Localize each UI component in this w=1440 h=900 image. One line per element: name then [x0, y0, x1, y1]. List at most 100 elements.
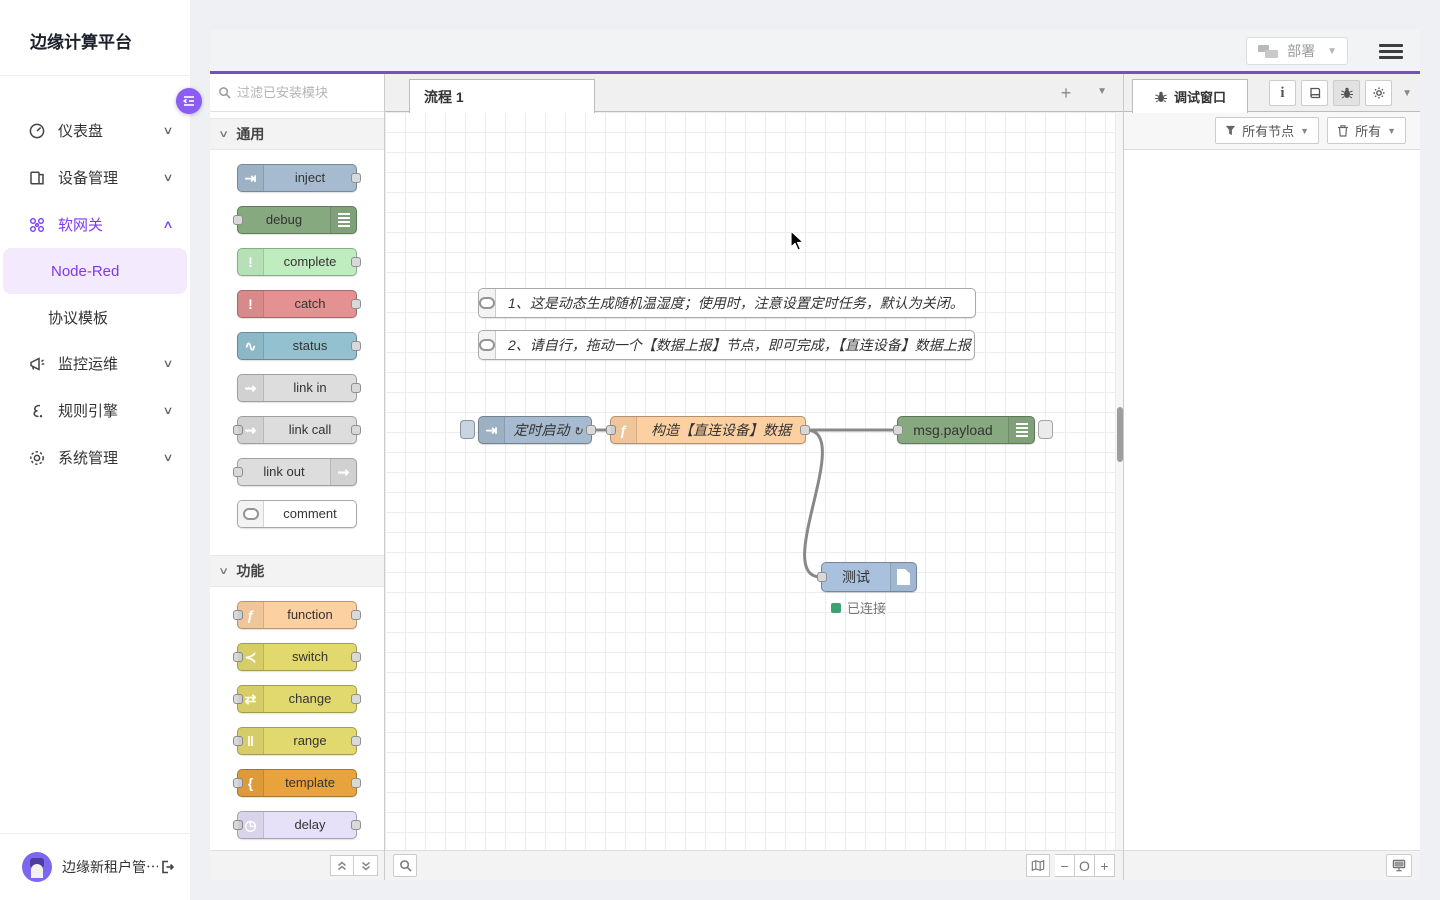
range-icon: ‖ — [247, 733, 254, 749]
node-input-port[interactable] — [233, 736, 243, 746]
sidebar-item-软网关[interactable]: 软网关∧ — [0, 201, 190, 248]
navigator-icon[interactable] — [1026, 854, 1050, 877]
node-output-port[interactable] — [351, 257, 361, 267]
node-input-port[interactable] — [233, 610, 243, 620]
node-output-port[interactable] — [800, 425, 810, 435]
inject-icon: ⇥ — [238, 165, 264, 191]
palette-scroll[interactable]: ∨通用 ⇥inject debug !complete !catch ∿status ⇝li… — [210, 112, 384, 850]
flow-node-inject1[interactable]: ⇥定时启动↻ — [460, 416, 596, 444]
palette-node-status[interactable]: ∿status — [237, 332, 361, 360]
node-output-port[interactable] — [351, 425, 361, 435]
debug-tab[interactable]: 调试窗口 — [1132, 79, 1248, 113]
zoom-in-button[interactable]: + — [1095, 854, 1115, 877]
palette-node-debug[interactable]: debug — [233, 206, 357, 234]
node-output-port[interactable] — [351, 736, 361, 746]
sidebar-item-监控运维[interactable]: 监控运维∨ — [0, 340, 190, 387]
palette-node-change[interactable]: ⇄change — [233, 685, 361, 713]
node-input-port[interactable] — [233, 820, 243, 830]
deploy-caret-icon[interactable]: ▼ — [1327, 45, 1337, 57]
node-input-port[interactable] — [233, 467, 243, 477]
palette-node-complete[interactable]: !complete — [237, 248, 361, 276]
chevron-down-icon: ∨ — [218, 565, 230, 577]
flow-tab[interactable]: 流程 1 — [409, 79, 595, 113]
chevron-down-icon: ∨ — [162, 125, 174, 137]
sidebar-item-仪表盘[interactable]: 仪表盘∨ — [0, 107, 190, 154]
sidebar-collapse-button[interactable] — [176, 88, 202, 114]
debug-filter-button[interactable]: 所有节点 ▼ — [1215, 117, 1320, 144]
comment-node[interactable]: 2、请自行，拖动一个【数据上报】节点，即可完成，【直连设备】数据上报 — [478, 330, 975, 360]
settings-icon — [28, 449, 46, 467]
node-output-port[interactable] — [351, 299, 361, 309]
palette-node-link-in[interactable]: ⇝link in — [237, 374, 361, 402]
collapse-all-categories-icon[interactable] — [330, 855, 354, 876]
sidebar-menu-caret-icon[interactable]: ▼ — [1402, 88, 1412, 99]
node-output-port[interactable] — [586, 425, 596, 435]
flow-list-caret-icon[interactable]: ▼ — [1097, 86, 1107, 97]
node-output-port[interactable] — [351, 694, 361, 704]
node-input-port[interactable] — [606, 425, 616, 435]
comment-node[interactable]: 1、这是动态生成随机温湿度；使用时，注意设置定时任务，默认为关闭。 — [478, 288, 976, 318]
flow-node-device1[interactable]: 测试 — [817, 562, 917, 592]
sidebar-item-设备管理[interactable]: 设备管理∨ — [0, 154, 190, 201]
node-output-port[interactable] — [351, 610, 361, 620]
sidebar-item-label: 系统管理 — [58, 450, 119, 467]
node-output-port[interactable] — [351, 778, 361, 788]
info-tab-icon[interactable]: i — [1269, 80, 1296, 106]
palette-category-通用[interactable]: ∨通用 — [210, 118, 384, 150]
flow-node-label: 定时启动↻ — [513, 422, 583, 438]
logout-icon[interactable] — [158, 858, 176, 876]
canvas-search-icon[interactable] — [393, 854, 417, 877]
node-input-port[interactable] — [233, 778, 243, 788]
zoom-out-button[interactable]: − — [1055, 854, 1075, 877]
inject-trigger-button[interactable] — [460, 420, 475, 439]
palette-node-inject[interactable]: ⇥inject — [237, 164, 361, 192]
sidebar-subitem-协议模板[interactable]: 协议模板 — [0, 294, 190, 340]
debug-toggle-button[interactable] — [1038, 420, 1053, 439]
palette-search-input[interactable] — [237, 85, 376, 100]
add-flow-button[interactable]: + — [1055, 82, 1077, 104]
exclaim-icon: ! — [248, 296, 253, 312]
palette-category-功能[interactable]: ∨功能 — [210, 555, 384, 587]
debug-footer — [1124, 850, 1420, 880]
deploy-button[interactable]: 部署 ▼ — [1246, 37, 1348, 65]
node-input-port[interactable] — [233, 652, 243, 662]
open-in-window-icon[interactable] — [1386, 854, 1412, 877]
config-tab-icon[interactable] — [1365, 80, 1392, 106]
exclaim-icon: ! — [248, 254, 253, 270]
palette-node-delay[interactable]: ◷delay — [233, 811, 361, 839]
flow-node-debug1[interactable]: msg.payload — [893, 416, 1053, 444]
node-output-port[interactable] — [351, 820, 361, 830]
expand-all-categories-icon[interactable] — [354, 855, 378, 876]
palette-node-link-call[interactable]: ⇝link call — [233, 416, 361, 444]
palette-node-catch[interactable]: !catch — [237, 290, 361, 318]
canvas-scrollbar[interactable] — [1115, 112, 1123, 850]
sidebar-subitem-Node-Red[interactable]: Node-Red — [3, 248, 187, 294]
node-input-port[interactable] — [233, 694, 243, 704]
palette-node-template[interactable]: {template — [233, 769, 361, 797]
wire-function1-to-device1[interactable] — [803, 428, 824, 579]
node-input-port[interactable] — [233, 215, 243, 225]
canvas-body[interactable]: 1、这是动态生成随机温湿度；使用时，注意设置定时任务，默认为关闭。 2、请自行，拖… — [385, 112, 1123, 850]
main-menu-icon[interactable] — [1379, 39, 1403, 63]
node-output-port[interactable] — [351, 173, 361, 183]
palette-node-link-out[interactable]: ⇝link out — [233, 458, 357, 486]
debug-tab-icon[interactable] — [1333, 80, 1360, 106]
node-input-port[interactable] — [817, 572, 827, 582]
help-tab-icon[interactable] — [1301, 80, 1328, 106]
zoom-reset-button[interactable]: O — [1075, 854, 1095, 877]
palette-node-switch[interactable]: ≺switch — [233, 643, 361, 671]
node-output-port[interactable] — [351, 652, 361, 662]
palette-node-comment[interactable]: comment — [237, 500, 357, 528]
sidebar-item-label: 监控运维 — [58, 356, 119, 373]
sidebar-item-系统管理[interactable]: 系统管理∨ — [0, 434, 190, 481]
debug-clear-button[interactable]: 所有 ▼ — [1327, 117, 1406, 144]
sidebar-item-规则引擎[interactable]: 规则引擎∨ — [0, 387, 190, 434]
node-output-port[interactable] — [351, 341, 361, 351]
node-input-port[interactable] — [233, 425, 243, 435]
node-input-port[interactable] — [893, 425, 903, 435]
node-output-port[interactable] — [351, 383, 361, 393]
palette-node-range[interactable]: ‖range — [233, 727, 361, 755]
flow-node-label: msg.payload — [913, 422, 993, 438]
